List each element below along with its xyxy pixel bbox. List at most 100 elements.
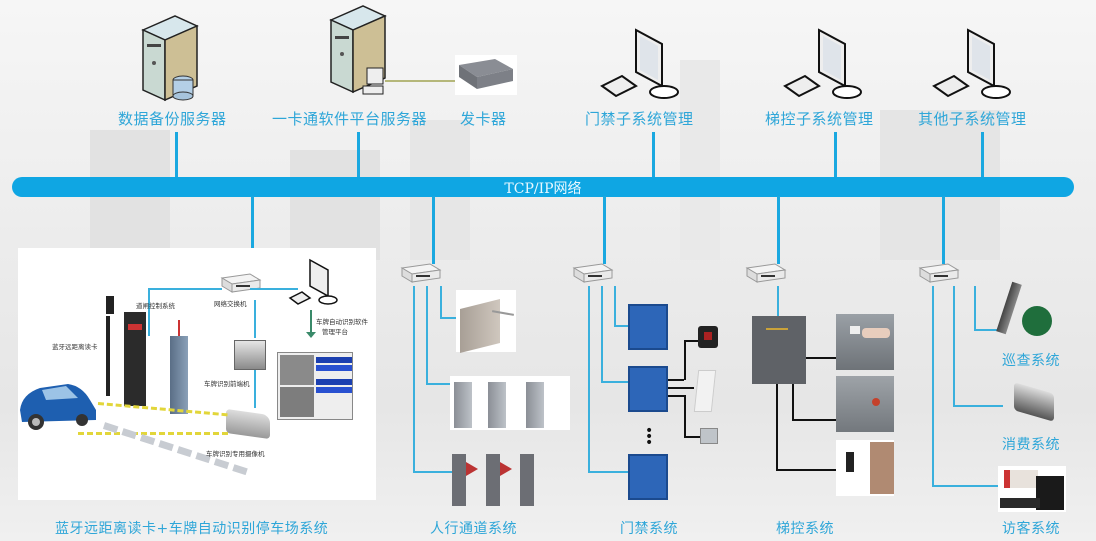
detection-line	[97, 402, 228, 417]
wire	[792, 384, 794, 420]
wire	[792, 419, 836, 421]
workstation-icon	[932, 28, 1011, 99]
consumption-system-label: 消费系统	[1002, 437, 1060, 453]
tripod-turnstile-icon	[456, 290, 516, 353]
connector-line	[942, 196, 945, 264]
access-controller-icon	[628, 454, 668, 500]
connector-line	[834, 132, 837, 178]
elevator-card-panel-icon	[836, 314, 894, 370]
card-issuer-label: 发卡器	[460, 110, 507, 128]
gate-control-label: 道闸控制系统	[136, 302, 175, 310]
platform-server-node[interactable]	[325, 2, 400, 106]
software-label-2: 管理平台	[322, 328, 348, 336]
more-controllers-ellipsis: •••	[645, 423, 654, 451]
pos-terminal-icon	[1010, 378, 1060, 422]
connector-line	[974, 286, 976, 330]
visitor-system-label: 访客系统	[1002, 521, 1060, 537]
elevator-system-label: 梯控系统	[776, 521, 834, 537]
card-reader-icon	[698, 326, 718, 348]
wire	[684, 436, 700, 438]
other-mgmt-workstation[interactable]	[932, 28, 1012, 104]
gate-control-cabinet-icon	[124, 312, 146, 406]
wire	[684, 395, 686, 437]
wire	[668, 379, 684, 381]
database-server-node[interactable]	[135, 8, 205, 107]
elevator-mgmt-workstation[interactable]	[783, 28, 863, 104]
connector-line	[254, 368, 256, 408]
connector-line	[614, 325, 628, 327]
lpr-camera-icon	[226, 408, 270, 440]
elevator-controller-icon	[752, 316, 806, 384]
wire	[806, 357, 836, 359]
skyline-building	[290, 150, 380, 260]
connector-line	[432, 196, 435, 264]
visitor-terminal-icon	[998, 466, 1066, 512]
database-server-label: 数据备份服务器	[118, 110, 227, 128]
arrow-down-icon	[306, 332, 316, 338]
connector-line	[601, 381, 628, 383]
connector-line	[254, 300, 256, 338]
connector-line	[974, 329, 1000, 331]
connector-line	[440, 317, 458, 319]
connector-line	[413, 471, 453, 473]
elevator-buttons-icon	[836, 376, 894, 432]
camera-label: 车牌识别专用摄像机	[206, 450, 265, 458]
detection-line	[78, 432, 228, 435]
wire	[668, 387, 694, 389]
bluetooth-reader-icon	[106, 296, 114, 314]
platform-server-label: 一卡通软件平台服务器	[272, 110, 428, 128]
connector-line	[357, 132, 360, 178]
wire	[776, 384, 778, 470]
lpr-software-screen	[277, 352, 353, 420]
other-mgmt-label: 其他子系统管理	[918, 110, 1027, 128]
software-label: 车牌自动识别软件	[316, 318, 368, 326]
access-mgmt-workstation[interactable]	[600, 28, 680, 104]
network-switch-icon	[400, 263, 442, 283]
workstation-icon	[288, 258, 338, 305]
skyline-building	[680, 60, 720, 260]
connector-line	[953, 405, 1003, 407]
connector-line	[652, 132, 655, 178]
elevator-mgmt-label: 梯控子系统管理	[765, 110, 874, 128]
workstation-icon	[783, 28, 862, 99]
card-issuer-icon	[455, 55, 517, 95]
connector-line	[953, 286, 955, 406]
connector-line	[413, 286, 415, 472]
connector-line	[148, 288, 222, 290]
connector-line	[148, 288, 150, 336]
parking-system-label: 蓝牙远距离读卡+车牌自动识别停车场系统	[55, 521, 329, 537]
reader-pole	[106, 316, 110, 396]
access-controller-icon	[628, 304, 668, 350]
platform-server-icon	[329, 5, 387, 95]
checkpoint-button-icon	[1022, 306, 1052, 336]
pedestrian-system-label: 人行通道系统	[430, 521, 517, 537]
wire	[684, 340, 698, 342]
database-server-icon	[141, 15, 199, 102]
connector-line	[601, 286, 603, 382]
connector-line	[777, 286, 779, 316]
access-controller-icon	[628, 366, 668, 412]
connector-line	[777, 196, 780, 264]
card-issuer-node[interactable]	[455, 55, 517, 99]
connector-line	[426, 383, 452, 385]
wire	[684, 340, 686, 380]
reader-label: 蓝牙远距离读卡	[52, 343, 98, 351]
access-system-label: 门禁系统	[620, 521, 678, 537]
connector-line	[588, 286, 590, 472]
wire	[668, 395, 684, 397]
switch-label: 网络交换机	[214, 300, 247, 308]
lpr-recognizer-icon	[234, 340, 266, 370]
bus-label: TCP/IP网络	[504, 181, 582, 197]
connector-line	[981, 132, 984, 178]
tcp-ip-network-bus: TCP/IP网络	[12, 177, 1074, 197]
barrier-gate-icon	[170, 336, 188, 414]
network-switch-icon	[918, 263, 960, 283]
connector-line	[932, 485, 998, 487]
barrier-arm	[178, 320, 180, 336]
connector-line	[251, 196, 254, 266]
network-switch-icon	[572, 263, 614, 283]
car-icon	[20, 384, 96, 430]
access-mgmt-label: 门禁子系统管理	[585, 110, 694, 128]
usb-cable	[385, 80, 457, 82]
wire	[776, 469, 836, 471]
